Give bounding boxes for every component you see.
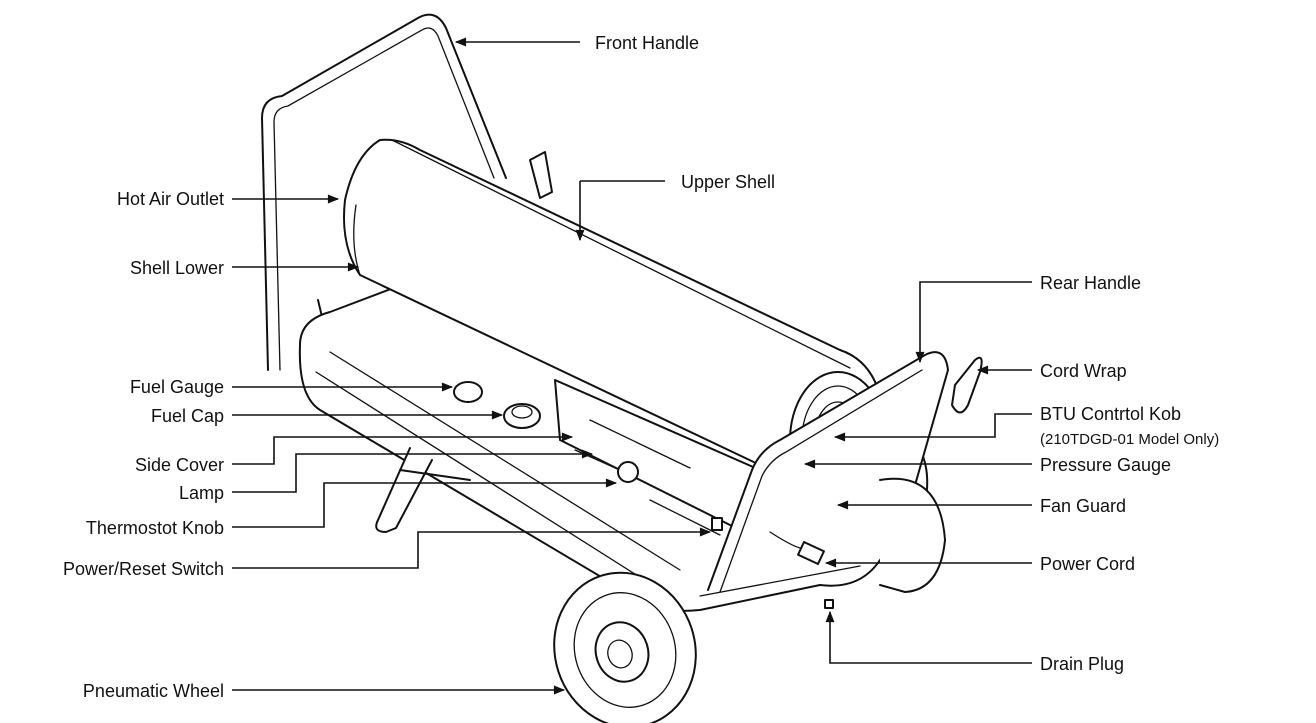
label-fuel-gauge: Fuel Gauge	[130, 377, 224, 397]
label-shell-lower: Shell Lower	[130, 258, 224, 278]
label-btu-control-knob: BTU Contrtol Kob	[1040, 404, 1181, 424]
cord-wrap-part	[951, 356, 983, 414]
label-thermostat-knob: Thermostot Knob	[86, 518, 224, 538]
rear-wheel-part	[879, 477, 946, 593]
label-cord-wrap: Cord Wrap	[1040, 361, 1127, 381]
label-side-cover: Side Cover	[135, 455, 224, 475]
label-hot-air-outlet: Hot Air Outlet	[117, 189, 224, 209]
leader-rear-handle	[915, 281, 1032, 364]
leader-lines	[232, 37, 1032, 695]
leader-btu-knob	[833, 413, 1032, 442]
leader-lamp	[232, 449, 594, 493]
lamp-part	[617, 461, 639, 483]
stand-leg-part	[375, 447, 471, 533]
power-switch-part	[711, 517, 723, 531]
leader-power-reset-switch	[232, 527, 712, 569]
fuel-cap-part	[503, 403, 541, 429]
drain-plug-part	[824, 599, 834, 609]
labels: Front Handle Upper Shell Hot Air Outlet …	[63, 33, 1219, 701]
label-drain-plug: Drain Plug	[1040, 654, 1124, 674]
label-fuel-cap: Fuel Cap	[151, 406, 224, 426]
label-lamp: Lamp	[179, 483, 224, 503]
power-cord-part	[769, 531, 825, 565]
leader-drain-plug	[825, 610, 1032, 664]
label-front-handle: Front Handle	[595, 33, 699, 53]
label-pressure-gauge: Pressure Gauge	[1040, 455, 1171, 475]
heater-illustration	[261, 13, 983, 723]
label-upper-shell: Upper Shell	[681, 172, 775, 192]
rear-handle-part	[707, 351, 949, 593]
top-bracket-part	[529, 151, 553, 199]
label-fan-guard: Fan Guard	[1040, 496, 1126, 516]
label-power-cord: Power Cord	[1040, 554, 1135, 574]
pneumatic-wheel-part	[553, 571, 697, 723]
leader-side-cover	[232, 432, 574, 465]
label-pneumatic-wheel: Pneumatic Wheel	[83, 681, 224, 701]
fuel-gauge-part	[453, 381, 483, 403]
label-btu-note: (210TDGD-01 Model Only)	[1040, 431, 1219, 448]
label-rear-handle: Rear Handle	[1040, 273, 1141, 293]
label-power-reset-switch: Power/Reset Switch	[63, 559, 224, 579]
leader-thermostat-knob	[232, 478, 618, 528]
